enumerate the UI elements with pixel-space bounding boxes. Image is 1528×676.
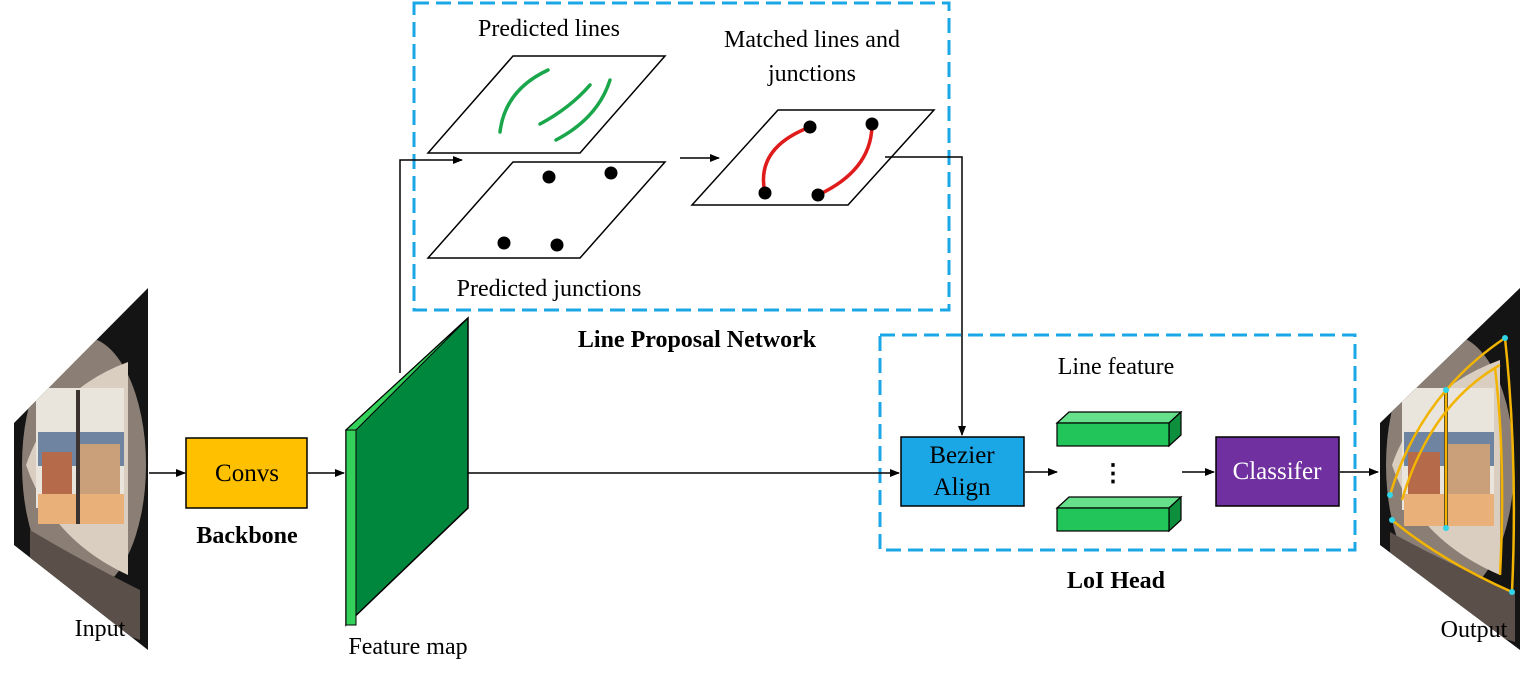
label-input: Input	[75, 616, 126, 642]
line-feature-block-bottom	[1055, 495, 1183, 533]
label-line-feature: Line feature	[1058, 354, 1175, 380]
matched-junction	[811, 188, 825, 202]
line-feature-ellipsis: ⋮	[1101, 461, 1125, 487]
label-predicted-junctions: Predicted junctions	[457, 276, 642, 302]
output-image	[1380, 288, 1520, 650]
matched-line	[817, 123, 874, 197]
label-backbone: Backbone	[196, 523, 298, 549]
bezier-align-box	[900, 436, 1025, 507]
matched-junction	[758, 186, 772, 200]
predicted-junction	[550, 238, 564, 252]
label-loi-head: LoI Head	[1067, 568, 1166, 594]
predicted-junction	[542, 170, 556, 184]
label-predicted-lines: Predicted lines	[478, 16, 620, 42]
matched-plane	[690, 109, 936, 206]
matched-junction	[865, 117, 879, 131]
predicted-junction	[604, 166, 618, 180]
label-output: Output	[1441, 617, 1508, 643]
predicted-lines-plane	[426, 55, 667, 154]
bezier-label-2: Align	[934, 474, 991, 501]
label-line-proposal-network: Line Proposal Network	[578, 327, 817, 353]
convs-box	[185, 437, 308, 509]
matched-junction	[803, 120, 817, 134]
matched-line	[761, 125, 811, 194]
label-feature-map: Feature map	[348, 634, 467, 660]
arrow-feature-to-lpn	[399, 156, 463, 373]
label-matched-1: Matched lines and	[724, 27, 900, 53]
input-image	[14, 288, 148, 650]
predicted-junctions-plane	[426, 161, 667, 259]
predicted-line	[554, 78, 612, 142]
classifier-box	[1215, 436, 1340, 507]
predicted-line	[538, 83, 592, 126]
classifier-label: Classifer	[1233, 458, 1323, 485]
convs-label: Convs	[215, 460, 279, 487]
loi-head-region	[878, 333, 1357, 552]
predicted-junction	[497, 236, 511, 250]
line-feature-block-top	[1055, 410, 1183, 448]
arrow-matched-to-bezier	[885, 156, 966, 436]
label-matched-2: junctions	[767, 61, 856, 87]
predicted-line	[498, 68, 550, 134]
bezier-label-1: Bezier	[929, 442, 995, 469]
feature-map-slab	[344, 316, 469, 627]
